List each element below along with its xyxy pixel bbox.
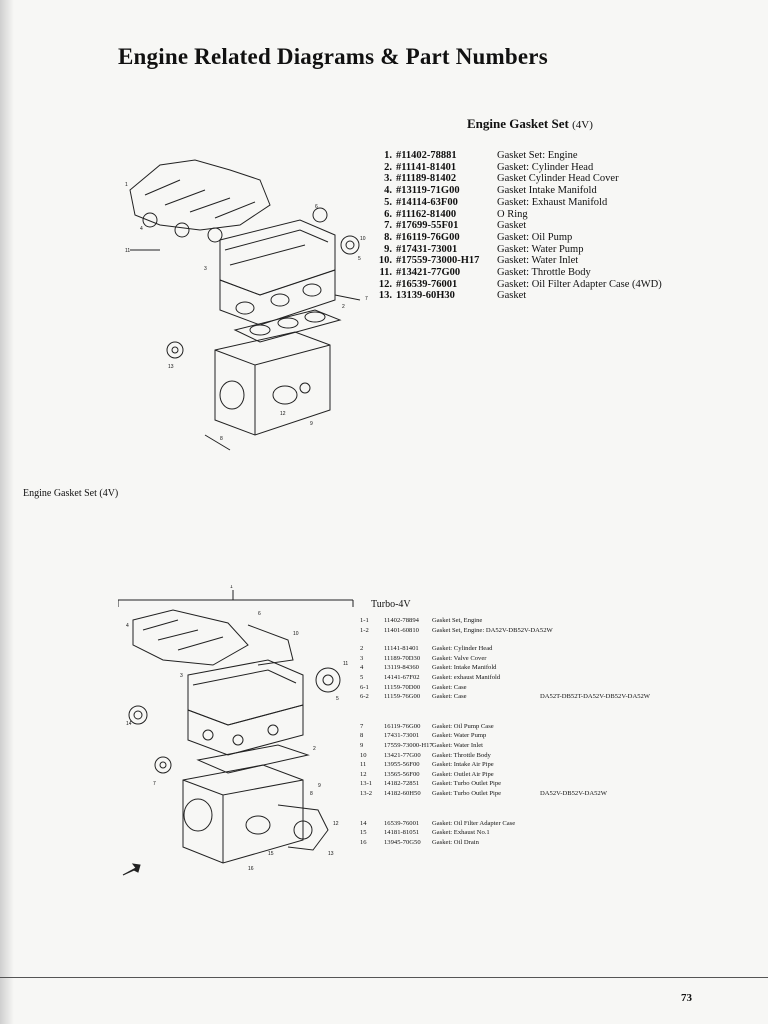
section1-heading: Engine Gasket Set (4V) bbox=[467, 116, 593, 131]
page-edge-shadow bbox=[0, 0, 14, 1024]
callout-label: 7 bbox=[153, 781, 156, 787]
callout-label: 1 bbox=[230, 585, 233, 590]
callout-label: 5 bbox=[358, 256, 361, 262]
section-label: Engine Gasket Set (4V) bbox=[23, 488, 119, 499]
callout-label: 8 bbox=[310, 791, 313, 797]
page-title: Engine Related Diagrams & Part Numbers bbox=[118, 44, 548, 69]
callout-label: 14 bbox=[126, 721, 132, 727]
callout-label: 8 bbox=[220, 436, 223, 442]
callout-label: 4 bbox=[140, 226, 143, 232]
callout-label: 11 bbox=[125, 248, 130, 254]
callout-label: 3 bbox=[204, 266, 207, 272]
turbo-section-heading: Turbo-4V bbox=[371, 599, 411, 610]
callout-label: 2 bbox=[313, 746, 316, 752]
callout-label: 12 bbox=[333, 821, 339, 827]
callout-label: 11 bbox=[343, 661, 348, 667]
callout-label: 10 bbox=[293, 631, 299, 637]
callout-label: 4 bbox=[126, 623, 129, 629]
callout-label: 6 bbox=[258, 611, 261, 617]
callout-label: 3 bbox=[180, 673, 183, 679]
engine-gasket-diagram-4v: 1 2 3 4 5 6 7 8 9 10 11 12 13 bbox=[125, 150, 368, 460]
callout-label: 10 bbox=[360, 236, 366, 242]
footer-rule bbox=[0, 977, 768, 978]
callout-label: 1 bbox=[125, 182, 128, 188]
callout-label: 2 bbox=[342, 304, 345, 310]
callout-label: 6 bbox=[315, 204, 318, 210]
callout-label: 9 bbox=[310, 421, 313, 427]
callout-label: 13 bbox=[168, 364, 174, 370]
callout-label: 12 bbox=[280, 411, 286, 417]
callout-label: 16 bbox=[248, 866, 254, 872]
callout-label: 9 bbox=[318, 783, 321, 789]
callout-label: 15 bbox=[268, 851, 274, 857]
page-number: 73 bbox=[681, 992, 692, 1004]
callout-label: 7 bbox=[365, 296, 368, 302]
callout-label: 5 bbox=[336, 696, 339, 702]
turbo-engine-gasket-diagram: 1 2 3 4 5 6 7 8 9 10 11 12 13 14 15 16 bbox=[118, 585, 363, 880]
callout-label: 13 bbox=[328, 851, 334, 857]
